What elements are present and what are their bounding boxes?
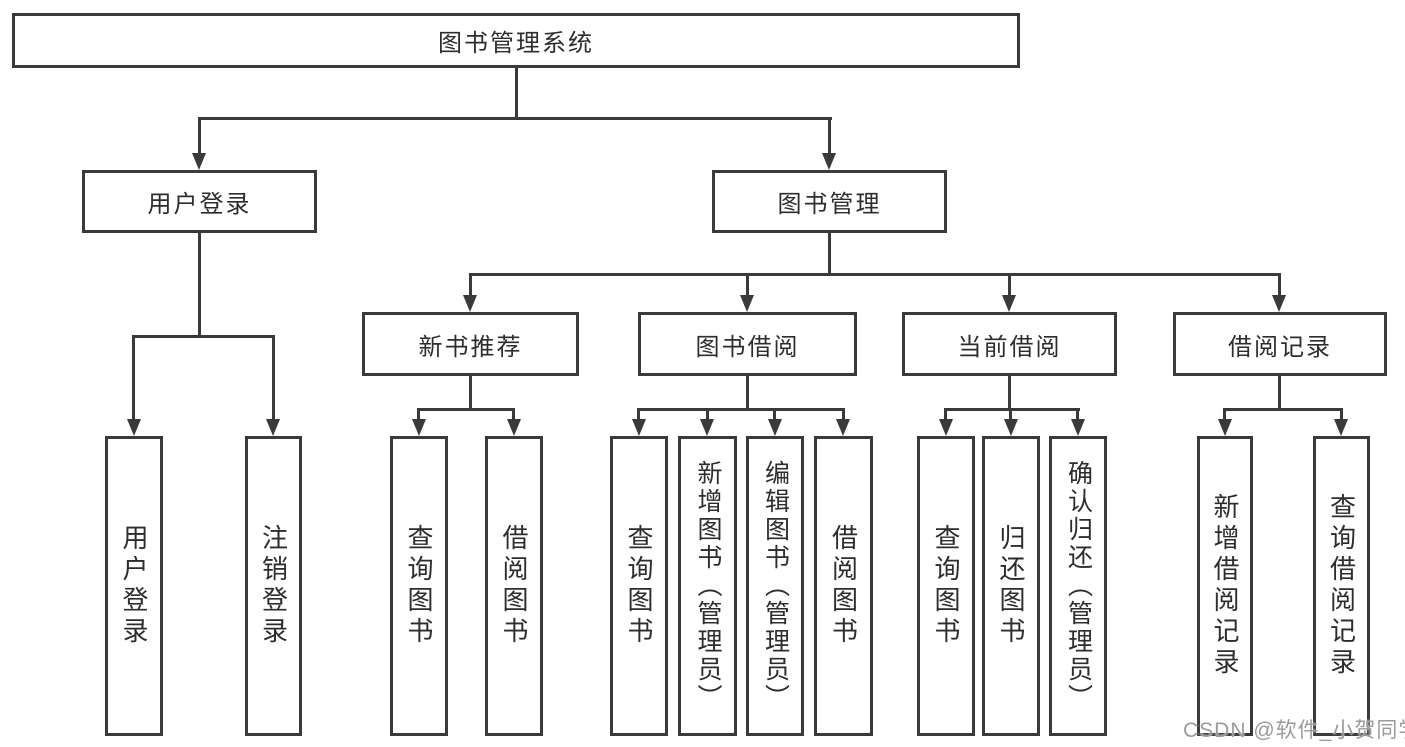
leaf-borrow-book-1-label: 借阅图书 [499,524,529,648]
leaf-query-book-3: 查询图书 [917,436,975,736]
leaf-query-book-2-label: 查询图书 [624,524,654,648]
connector-line [842,408,845,424]
arrowhead-down-icon [192,153,206,170]
connector-line [746,273,749,301]
connector-book-borrow-branch [637,408,845,411]
connector-book-borrow-stub [746,374,749,411]
node-new-book-recommend: 新书推荐 [362,312,579,376]
arrowhead-down-icon [1334,419,1348,436]
connector-book-management-stub [828,233,831,276]
connector-line [469,273,472,301]
connector-book-management-branch [469,273,1281,276]
leaf-edit-book-admin: 编辑图书（管理员） [746,436,804,736]
connector-line [828,117,831,157]
arrowhead-down-icon [1218,419,1232,436]
connector-line [1278,273,1281,301]
connector-line [706,408,709,424]
leaf-confirm-return-admin-label: 确认归还（管理员） [1064,460,1093,712]
node-book-borrow: 图书借阅 [638,312,857,376]
leaf-borrow-book-2-label: 借阅图书 [828,524,859,648]
leaf-return-book: 归还图书 [982,436,1040,736]
leaf-add-book-admin: 新增图书（管理员） [678,436,737,736]
leaf-logout-login: 注销登录 [245,436,302,736]
connector-user-login-branch [132,335,275,338]
connector-new-book-branch [417,408,515,411]
arrowhead-down-icon [1071,419,1085,436]
arrowhead-down-icon [632,419,646,436]
leaf-query-book-3-label: 查询图书 [931,524,961,648]
connector-line [1340,408,1343,424]
arrowhead-down-icon [266,419,280,436]
leaf-borrow-book-1: 借阅图书 [485,436,543,736]
connector-line [1008,273,1011,301]
connector-borrow-record-stub [1278,374,1281,411]
leaf-query-borrow-record-label: 查询借阅记录 [1326,493,1357,679]
leaf-confirm-return-admin: 确认归还（管理员） [1049,436,1107,736]
arrowhead-down-icon [836,419,850,436]
arrowhead-down-icon [127,419,141,436]
connector-line [1009,408,1012,424]
connector-line [198,117,201,157]
arrowhead-down-icon [507,419,521,436]
connector-root-stub [515,66,518,120]
connector-line [944,408,947,424]
leaf-return-book-label: 归还图书 [996,524,1026,648]
arrowhead-down-icon [463,295,477,312]
arrowhead-down-icon [1004,419,1018,436]
connector-line [1223,408,1226,424]
leaf-query-book-1: 查询图书 [390,436,448,736]
arrowhead-down-icon [412,419,426,436]
leaf-add-borrow-record-label: 新增借阅记录 [1210,493,1240,679]
leaf-borrow-book-2: 借阅图书 [814,436,873,736]
leaf-add-borrow-record: 新增借阅记录 [1197,436,1253,736]
node-borrow-record: 借阅记录 [1173,312,1387,376]
leaf-query-book-2: 查询图书 [610,436,668,736]
connector-line [773,408,776,424]
leaf-query-borrow-record: 查询借阅记录 [1313,436,1370,736]
connector-new-book-stub [469,374,472,411]
connector-line [1076,408,1079,424]
leaf-add-book-admin-label: 新增图书（管理员） [694,460,722,712]
leaf-query-book-1-label: 查询图书 [404,524,434,648]
leaf-user-login-label: 用户登录 [119,524,149,648]
arrowhead-down-icon [1272,295,1286,312]
node-user-login: 用户登录 [82,170,317,233]
connector-current-borrow-branch [944,408,1080,411]
connector-line [637,408,640,424]
leaf-edit-book-admin-label: 编辑图书（管理员） [761,460,790,712]
connector-user-login-stub [198,233,201,338]
arrowhead-down-icon [822,153,836,170]
arrowhead-down-icon [768,419,782,436]
connector-root-branch [198,117,832,120]
watermark: CSDN @软件_小贺同学 [1183,719,1405,742]
node-root: 图书管理系统 [12,13,1020,68]
connector-current-borrow-stub [1008,374,1011,411]
arrowhead-down-icon [700,419,714,436]
arrowhead-down-icon [740,295,754,312]
arrowhead-down-icon [1002,295,1016,312]
connector-borrow-record-branch [1223,408,1343,411]
leaf-user-login: 用户登录 [105,436,163,736]
connector-line [132,335,135,423]
connector-line [272,335,275,423]
connector-line [512,408,515,424]
node-current-borrow: 当前借阅 [902,312,1117,376]
leaf-logout-login-label: 注销登录 [258,524,289,648]
node-book-management: 图书管理 [712,170,947,233]
connector-line [417,408,420,424]
arrowhead-down-icon [939,419,953,436]
